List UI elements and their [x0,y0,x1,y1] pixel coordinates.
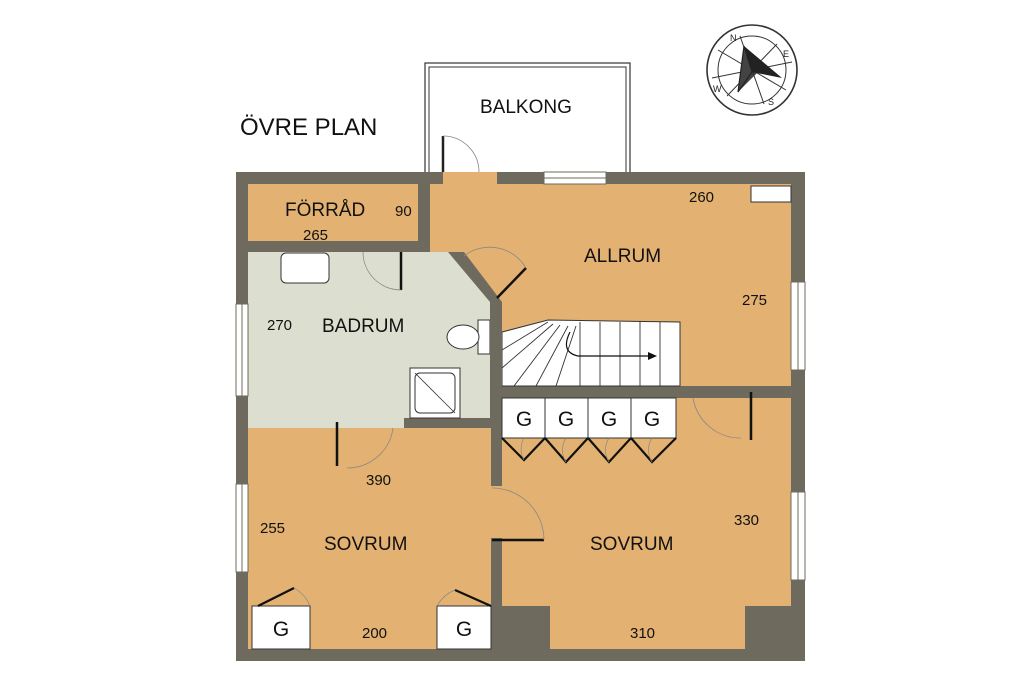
wardrobe-label: G [516,408,532,431]
floor-sovrum-right [502,398,791,649]
dimension-label: 390 [366,472,391,489]
floor-forrad [248,184,418,241]
dimension-label: 90 [395,203,412,220]
hall-wardrobe-block [501,397,677,439]
wardrobe-label: G [601,408,617,431]
sovrum-left-wardrobe-2 [436,588,492,650]
compass-north-label: N [730,33,737,43]
stair-arrow-icon [648,352,657,360]
room-label-sovrum-right: SOVRUM [590,534,673,555]
allrum-fixture [750,185,792,203]
dimension-label: 265 [303,227,328,244]
room-label-sovrum-left: SOVRUM [324,534,407,555]
room-label-forrad: FÖRRÅD [285,200,365,221]
bedroom-connecting-door[interactable] [491,487,545,542]
bathroom-stair-wall [490,302,502,386]
wardrobe-label: G [273,618,289,641]
wardrobe-label: G [644,408,660,431]
sink-icon [280,252,330,284]
compass-south-label: S [768,97,774,107]
dimension-label: 260 [689,189,714,206]
allrum-door[interactable] [463,246,527,299]
staircase [501,319,681,387]
shower-icon [409,367,461,419]
balcony-door-opening [443,172,497,184]
wardrobe-label: G [558,408,574,431]
dimension-label: 270 [267,317,292,334]
dimension-label: 275 [742,292,767,309]
windows [235,171,806,581]
dimension-label: 310 [630,625,655,642]
toilet-icon [446,319,491,355]
plan-title: ÖVRE PLAN [240,114,377,141]
compass-east-label: E [783,49,789,59]
bathroom-door[interactable] [362,251,403,291]
room-label-balkong: BALKONG [480,97,572,118]
sovrum-left-door[interactable] [335,422,394,469]
compass-icon: N E S W [706,24,798,116]
dimension-label: 255 [260,520,285,537]
sovrum-left-wardrobe-1 [251,587,311,650]
sovrum-right-door[interactable] [692,392,753,440]
dimension-label: 200 [362,625,387,642]
compass-west-label: W [713,84,722,94]
wardrobe-label: G [456,618,472,641]
bedroom-connecting-opening [491,486,502,538]
balcony: BALKONG [424,62,631,174]
balcony-door[interactable] [441,135,480,173]
dimension-label: 330 [734,512,759,529]
room-label-allrum: ALLRUM [584,246,661,267]
room-label-badrum: BADRUM [322,316,404,337]
